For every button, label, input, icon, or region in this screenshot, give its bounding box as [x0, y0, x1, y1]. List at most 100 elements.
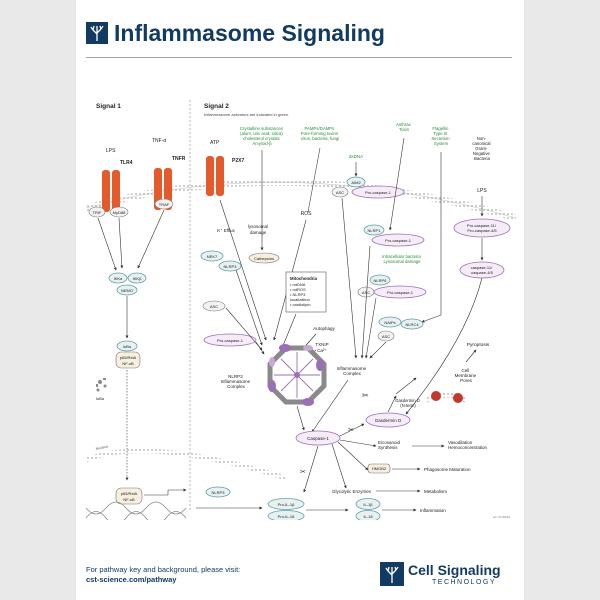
vasodilation-line2: Hemoconcentration [448, 445, 488, 450]
ikkb-node: IKKβ [133, 276, 142, 281]
procasp1-nlrp6-node: Pro-caspase-1 [387, 290, 414, 295]
ros-label: ROS [301, 211, 313, 217]
nfkb-nuclear-node: NF-κB [123, 497, 135, 502]
crystals-line1: Crystalline substances [240, 126, 283, 131]
casp4-line2: caspase-4/5 [471, 270, 494, 275]
inflammation-label: Inflammation [420, 508, 446, 513]
asc3-node: ASC [362, 290, 370, 295]
nlrp3-complex-line1: NLRP3 [228, 374, 243, 379]
tlr4-receptor [102, 170, 120, 212]
title-row: Inflammasome Signaling [86, 18, 516, 48]
tnfr-label: TNFR [172, 156, 186, 162]
casp4-line1: caspase-11/ [471, 265, 493, 270]
procasp1-node: Pro-caspase-1 [217, 338, 244, 343]
membrane-pores [424, 391, 468, 403]
pores-line2: Membrane [455, 373, 477, 378]
myd88-node: MyD88 [113, 210, 126, 215]
signal1-label: Signal 1 [96, 103, 121, 110]
atp-label: ATP [210, 140, 220, 146]
nemo-node: NEMO [121, 288, 133, 293]
flagellin-line3: Secretion [431, 136, 450, 141]
pamps-line3: virus, bacteria, fungi [301, 136, 339, 141]
procasp4-line2: Pro-caspase-4/5 [467, 228, 497, 233]
svg-text:Cell Membrane Pores: Cell Membrane Pores [455, 368, 478, 383]
trif-node: TRIF [93, 210, 102, 215]
cathepsins-node: Cathepsins [254, 256, 274, 261]
noncanonical-line5: Bacteria [474, 156, 490, 161]
gasdermin-nterm-line1: Gasdermin D [395, 398, 420, 403]
pamps-line1: PAMPs/DAMPs [305, 126, 335, 131]
scissors-gasdermin-icon: ✂ [362, 391, 369, 400]
noncanonical-line1: Non- [477, 136, 487, 141]
intracellular-line1: Intracellular bacteria [382, 254, 421, 259]
nlrp6-node: NLRP6 [374, 278, 388, 283]
mitochondria-title: Mitochondria [290, 276, 318, 281]
cst-tree-logo-icon [380, 562, 404, 586]
svg-text:Anthrax Toxin: Anthrax Toxin [396, 122, 412, 132]
mito-item-3: • NLRP3 [290, 292, 306, 297]
glycolytic-label: Glycolytic Enzymes [332, 489, 372, 494]
nek7-node: NEK7 [207, 254, 218, 259]
mito-item-2: • mtROS [290, 287, 306, 292]
crystals-line4: Amyloid-β [252, 141, 272, 146]
inflam-complex-line1: Inflammasome [337, 366, 367, 371]
svg-text:Flagellin Type III Sec: Flagellin Type III Secretion System [431, 126, 450, 146]
ikba-node: IκBα [123, 344, 132, 349]
svg-text:caspase-11/ caspase-4/5: caspase-11/ caspase-4/5 [471, 265, 494, 275]
ikka-node: IKKα [114, 276, 123, 281]
scissors-caspase-icon: ✂ [348, 427, 354, 434]
aim2-node: AIM2 [351, 180, 361, 185]
noncanonical-line4: Negative [473, 151, 491, 156]
il1b-node: IL-1β [363, 502, 373, 507]
crystals-line2: (alum, uric acid, silica) [240, 131, 283, 136]
caspase1-node: Caspase-1 [307, 436, 329, 441]
svg-text:Pro-caspase-11/ Pro-caspas: Pro-caspase-11/ Pro-caspase-4/5 [467, 223, 498, 233]
nlrp1-node: NLRP1 [368, 228, 382, 233]
svg-text:Intracellular bacteria Lys: Intracellular bacteria Lysosomal damage [382, 254, 422, 264]
eicosanoid-line1: Eicosanoid [378, 440, 401, 445]
nlrp3-node: NLRP3 [224, 264, 238, 269]
brand-name: Cell Signaling [408, 562, 501, 578]
title-divider [86, 57, 512, 58]
asc4-node: ASC [382, 334, 390, 339]
mito-item-5: • cardiolipin [290, 302, 311, 307]
phagosome-label: Phagosome Maturation [424, 467, 471, 472]
scissors-il-icon: ✂ [300, 469, 306, 476]
vasodilation-line1: Vasodilation [448, 440, 473, 445]
damage-label: damage [250, 230, 267, 235]
signal2-label: Signal 2 [204, 103, 229, 110]
nlrp3-complex-line3: Complex [227, 384, 246, 389]
pathway-diagram: Signal 1 Signal 2 Inflammasome activator… [86, 100, 516, 520]
catalog-label: rev. 07/19/24 [493, 515, 511, 519]
anthrax-line1: Anthrax [396, 122, 412, 127]
nucleus-label: Nucleus [95, 444, 108, 451]
inflam-complex-line2: Complex [343, 371, 362, 376]
nlrp3-complex-line2: Inflammasome [221, 379, 251, 384]
svg-text:Eicosanoid Synthesis: Eicosanoid Synthesis [378, 440, 401, 450]
ca-label: Ca²⁺ [317, 348, 327, 353]
svg-text:Gasdermin D (N-term): Gasdermin D (N-term) [395, 398, 421, 408]
proil18-node: Pro-IL-18 [278, 514, 295, 519]
tlr4-label: TLR4 [120, 160, 133, 166]
p2x7-receptor [206, 156, 224, 196]
txnip-label: TXNIP [315, 342, 328, 347]
mito-item-1: • mtDNA [290, 282, 306, 287]
hmgb-node: HMGB2 [372, 466, 387, 471]
lysosomal-label: lysosomal [248, 224, 268, 229]
dna-helix [86, 501, 187, 520]
footer-link[interactable]: cst-science.com/pathway [86, 575, 177, 584]
procasp1-nlrp1-node: Pro-caspase-1 [385, 238, 412, 243]
noncanonical-line3: Gram- [475, 146, 488, 151]
gasdermin-nterm-line2: (N-term) [400, 403, 416, 408]
dsdna-label: dsDNA [349, 154, 363, 159]
p65-nuclear-node: p65/RelA [121, 491, 138, 496]
procasp4-line1: Pro-caspase-11/ [467, 223, 497, 228]
ikba-degraded-label: IκBα [96, 396, 105, 401]
p65-node: p65/RelA [120, 355, 137, 360]
flagellin-line2: Type III [433, 131, 447, 136]
pamps-line2: Pore-forming toxins [301, 131, 338, 136]
mito-item-4: localization [290, 297, 310, 302]
nuclear-membrane [86, 448, 287, 481]
nlrp3-inflammasome-complex [267, 344, 327, 406]
eicosanoid-line2: Synthesis [378, 445, 398, 450]
